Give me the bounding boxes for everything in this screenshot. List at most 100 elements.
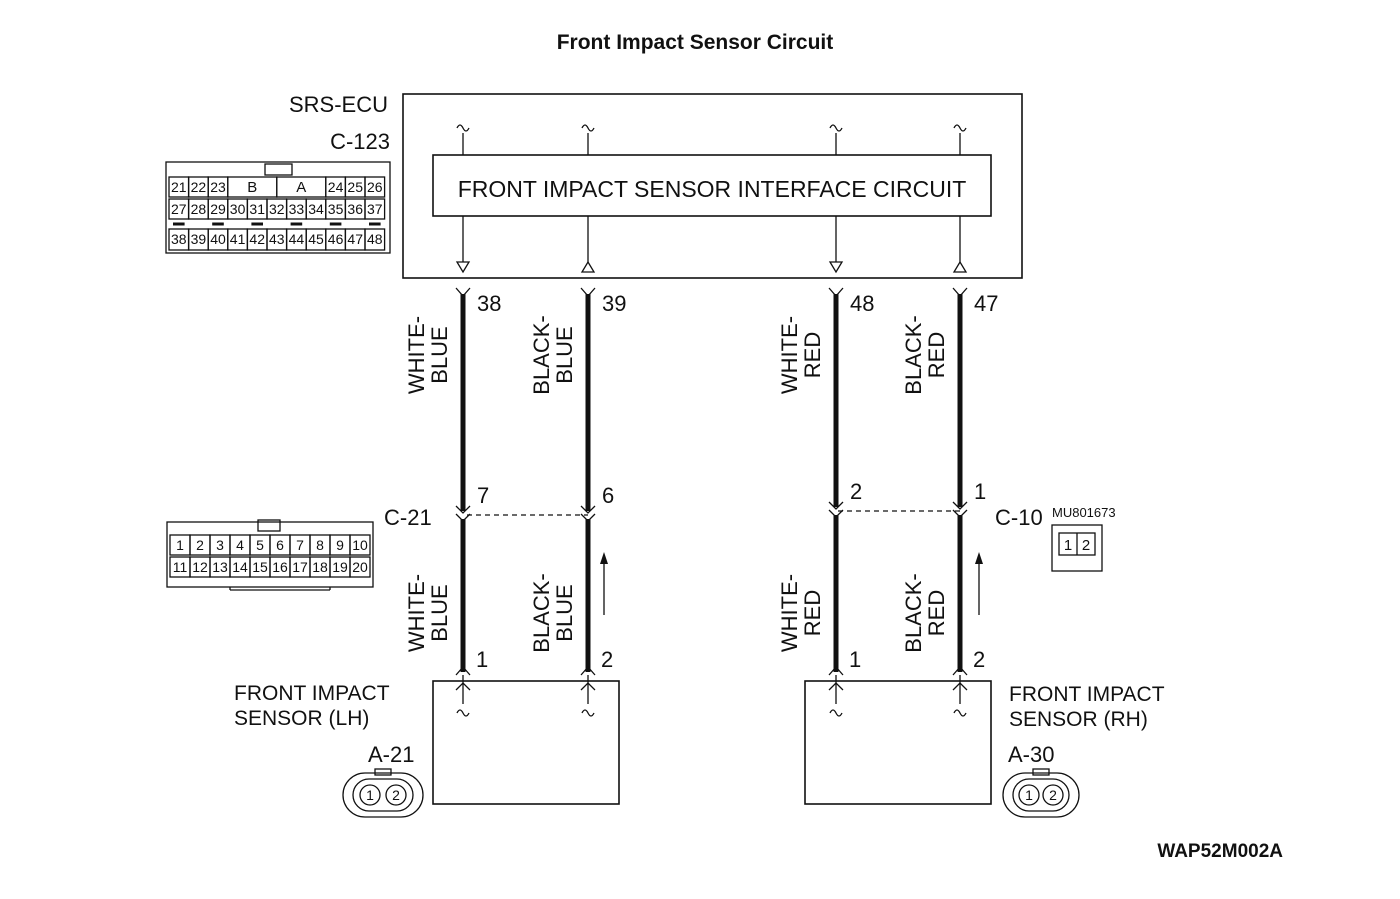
c21-cell <box>349 534 371 556</box>
ecu-pin-number: 47 <box>974 291 998 316</box>
c123-pin: 44 <box>289 231 305 247</box>
c123-pin: A <box>296 179 306 196</box>
wire-color-text: RED <box>924 332 949 378</box>
c21-pin: 14 <box>232 559 248 575</box>
c21-pin: 16 <box>272 559 288 575</box>
sensor-pin-number: 1 <box>476 647 488 672</box>
c123-pin: 25 <box>347 179 363 195</box>
figure-code: WAP52M002A <box>1157 841 1283 862</box>
connector-chevron-icon <box>580 666 596 676</box>
c123-pin: 30 <box>230 201 246 217</box>
wire-color-text: BLACK- <box>901 315 926 394</box>
c123-cell <box>364 228 386 251</box>
sensor-lh-pin: 2 <box>392 787 400 803</box>
sensor-pin-number: 2 <box>973 647 985 672</box>
c123-pin: 40 <box>210 231 226 247</box>
c21-label: C-21 <box>384 505 432 530</box>
wire-color-label: BLACK-BLUE <box>529 315 577 394</box>
wire-break-mark <box>581 124 595 132</box>
mid-pin-number: 1 <box>974 479 986 504</box>
c123-pin: 46 <box>328 231 344 247</box>
connector-chevron-icon <box>455 666 471 676</box>
sensor-lh-label: FRONT IMPACT <box>234 682 390 705</box>
wire-color-text: WHITE- <box>404 574 429 652</box>
c123-pin: 29 <box>210 201 226 217</box>
c123-pin: 27 <box>171 201 187 217</box>
front-impact-sensor-lh: FRONT IMPACT SENSOR (LH) A-21 1 2 <box>234 680 620 818</box>
mid-pin-number: 6 <box>602 483 614 508</box>
c10-label: C-10 <box>995 505 1043 530</box>
c21-pin: 8 <box>316 537 324 553</box>
c21-pin: 3 <box>216 537 224 553</box>
wires: 3871WHITE-BLUEWHITE-BLUE3962BLACK-BLUEBL… <box>404 124 998 717</box>
wire-color-label: BLACK-RED <box>901 315 949 394</box>
c21-pin: 11 <box>173 559 188 575</box>
c123-pin: 35 <box>328 201 344 217</box>
ecu-name: SRS-ECU <box>289 92 388 117</box>
c123-pin: 23 <box>210 179 226 195</box>
c21-pin: 5 <box>256 537 264 553</box>
c123-cell <box>364 198 386 220</box>
sensor-lh-box <box>432 680 620 805</box>
c21-pin: 19 <box>332 559 348 575</box>
ecu-box <box>402 93 1023 279</box>
c123-pin: 48 <box>367 231 383 247</box>
connector-chevron-icon <box>952 501 968 510</box>
signal-arrow-icon <box>828 261 844 274</box>
c123-pin: 26 <box>367 179 383 195</box>
sensor-lh-connector-face: 1 2 <box>342 768 424 818</box>
wire-break-mark <box>456 124 470 132</box>
wire-color-text: BLUE <box>427 326 452 383</box>
c123-pin: 43 <box>269 231 285 247</box>
sensor-arrow-icon <box>952 682 968 691</box>
sensor-lh-pin: 1 <box>366 787 374 803</box>
c123-pin: 24 <box>328 179 344 195</box>
c123-outline <box>165 161 391 254</box>
connector-chevron-icon <box>828 666 844 676</box>
wire-color-label: BLACK-BLUE <box>529 573 577 652</box>
c21-pin: 4 <box>236 537 244 553</box>
c10-connector: C-10 MU801673 1 2 <box>838 505 1116 572</box>
wire-break-mark <box>581 709 595 717</box>
c123-pin: 37 <box>367 201 383 217</box>
wire-break-mark <box>829 709 843 717</box>
c21-pin: 7 <box>296 537 304 553</box>
c123-pin: 36 <box>347 201 363 217</box>
sensor-pin-number: 1 <box>849 647 861 672</box>
c123-pin: 31 <box>249 201 265 217</box>
diagram-title: Front Impact Sensor Circuit <box>557 31 834 54</box>
sensor-pin-number: 2 <box>601 647 613 672</box>
wire-color-text: BLACK- <box>901 573 926 652</box>
c123-pin: 45 <box>308 231 324 247</box>
c21-pin: 6 <box>276 537 284 553</box>
wire-color-text: WHITE- <box>777 574 802 652</box>
c123-pin: 32 <box>269 201 285 217</box>
c21-pin: 10 <box>352 537 368 553</box>
wire-color-text: WHITE- <box>777 316 802 394</box>
ecu-pin-number: 38 <box>477 291 501 316</box>
c21-connector: C-21 <box>384 505 588 530</box>
c123-pin: 42 <box>249 231 265 247</box>
wire-color-text: RED <box>800 590 825 636</box>
c123-latch <box>264 163 293 176</box>
c10-pin: 1 <box>1064 537 1072 554</box>
c123-pin: 34 <box>308 201 324 217</box>
ecu-pin-number: 48 <box>850 291 874 316</box>
connector-chevron-icon <box>455 505 471 514</box>
c123-cell <box>364 176 386 198</box>
mid-pin-number: 7 <box>477 483 489 508</box>
sensor-rh-connector-face: 1 2 <box>1002 768 1080 818</box>
c21-pin: 18 <box>312 559 328 575</box>
c21-pin: 15 <box>252 559 268 575</box>
sensor-rh-pin: 2 <box>1049 787 1057 803</box>
wire-color-label: WHITE-BLUE <box>404 316 452 394</box>
wire-color-text: RED <box>924 590 949 636</box>
c10-part-number: MU801673 <box>1052 505 1116 520</box>
c123-pin: 28 <box>191 201 207 217</box>
c21-pin: 1 <box>176 537 184 553</box>
sensor-rh-connector-label: A-30 <box>1008 742 1054 767</box>
